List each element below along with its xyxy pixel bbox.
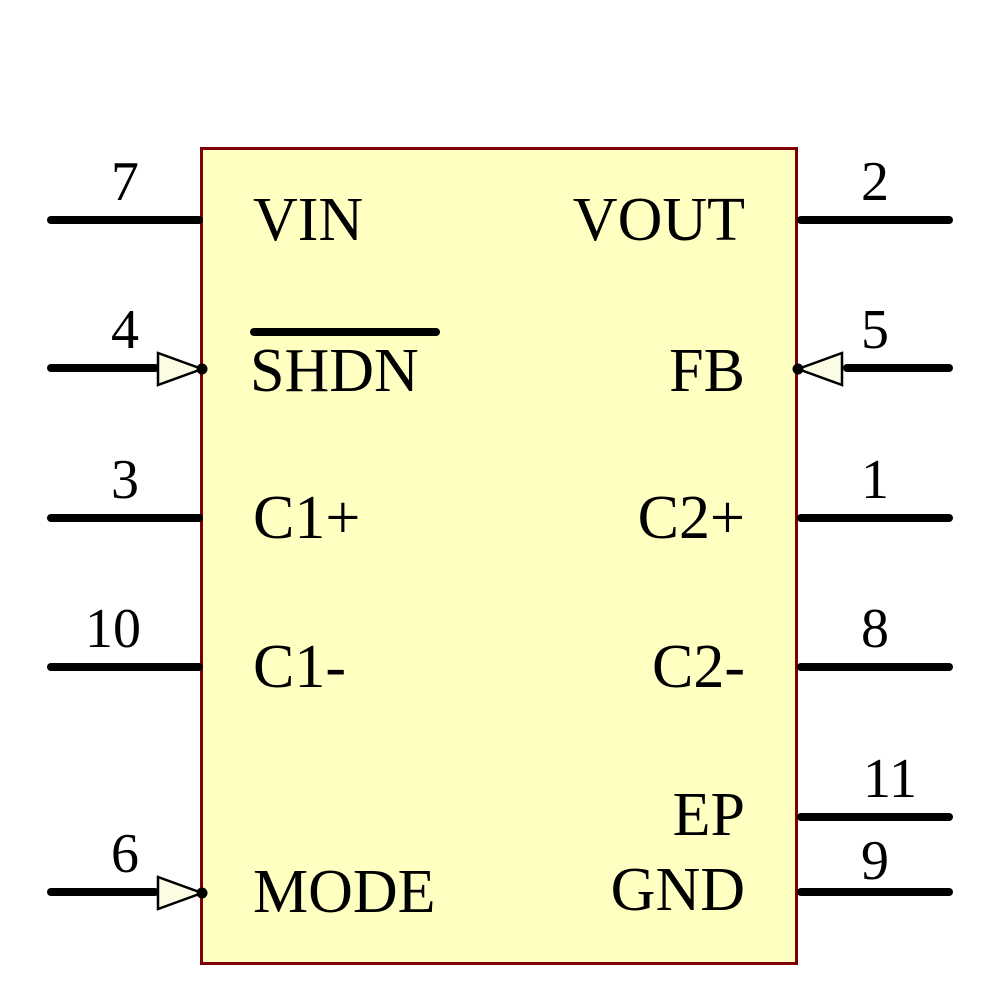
- pin-label-mode: MODE: [253, 858, 436, 926]
- pin-label-c2plus: C2+: [637, 484, 745, 552]
- input-arrow-icon: [156, 875, 208, 911]
- pin-line-2: [797, 216, 953, 224]
- pin-line-5: [843, 364, 953, 372]
- pin-number-8: 8: [861, 598, 889, 660]
- pin-label-gnd: GND: [610, 856, 745, 924]
- pin-number-11: 11: [863, 748, 917, 810]
- pin-label-fb: FB: [669, 337, 745, 405]
- pin-number-9: 9: [861, 830, 889, 892]
- pin-number-10: 10: [85, 598, 141, 660]
- pin-number-6: 6: [111, 823, 139, 885]
- input-arrow-icon: [156, 351, 208, 387]
- pin-label-vout: VOUT: [572, 186, 745, 254]
- pin-number-1: 1: [861, 449, 889, 511]
- pin-line-3: [47, 514, 203, 522]
- pin-label-c1plus: C1+: [253, 484, 361, 552]
- shdn-overline-bar: [250, 328, 440, 336]
- pin-line-11: [797, 813, 953, 821]
- pin-label-vin: VIN: [253, 186, 364, 254]
- input-arrow-icon: [792, 351, 844, 387]
- pin-label-c1minus: C1-: [253, 633, 346, 701]
- pin-line-4: [47, 364, 159, 372]
- pin-line-7: [47, 216, 203, 224]
- pin-line-8: [797, 663, 953, 671]
- pin-number-4: 4: [111, 299, 139, 361]
- pin-line-9: [797, 888, 953, 896]
- pin-label-ep: EP: [672, 781, 745, 849]
- pin-number-7: 7: [111, 151, 139, 213]
- pin-label-shdn: SHDN: [250, 337, 419, 405]
- pin-number-3: 3: [111, 449, 139, 511]
- pin-number-5: 5: [861, 299, 889, 361]
- pin-label-c2minus: C2-: [652, 633, 745, 701]
- pin-line-10: [47, 663, 203, 671]
- pin-number-2: 2: [861, 151, 889, 213]
- pin-line-6: [47, 888, 159, 896]
- pin-line-1: [797, 514, 953, 522]
- ic-body: [200, 147, 798, 965]
